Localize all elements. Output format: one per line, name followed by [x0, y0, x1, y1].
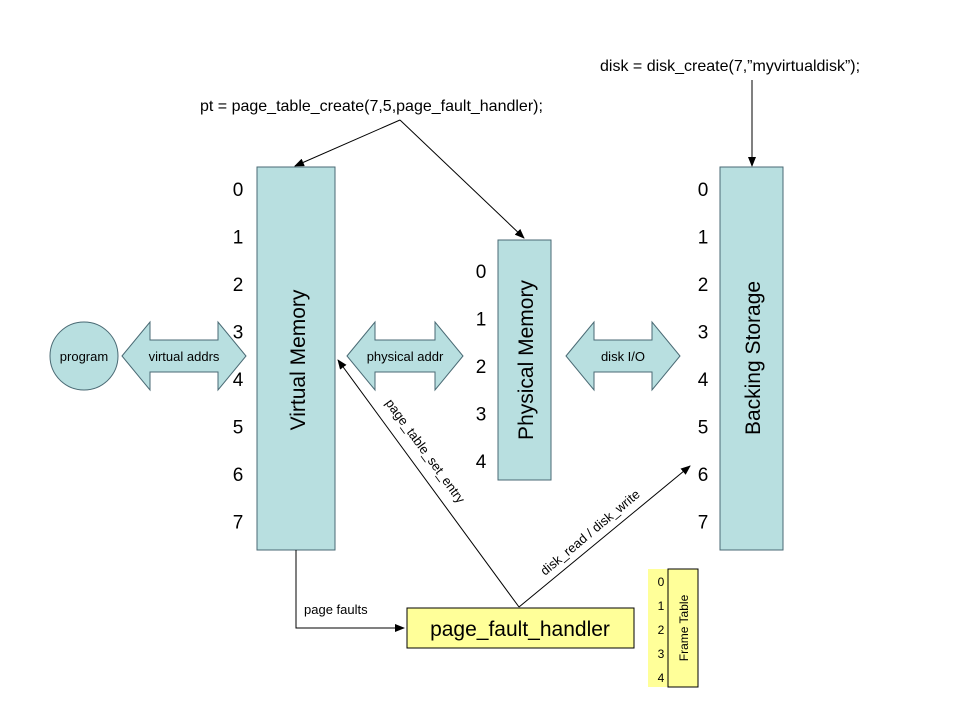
physical-frame-numbers: 0 1 2 3 4	[476, 262, 487, 473]
backing-block-number: 3	[698, 323, 709, 344]
virtual-page-number: 4	[233, 370, 244, 391]
program-label: program	[60, 349, 108, 364]
pt-to-virtual-arrow	[294, 119, 401, 167]
frame-table-entry: 2	[658, 623, 665, 637]
frame-table-entry: 0	[658, 575, 665, 589]
virtual-page-number: 6	[233, 465, 244, 486]
virtual-page-number: 1	[233, 228, 244, 249]
virtual-page-number: 0	[233, 180, 244, 201]
backing-block-number: 5	[698, 418, 709, 439]
backing-storage-title: Backing Storage	[742, 281, 765, 435]
page-table-set-entry-arrow	[337, 359, 520, 608]
disk-io-double-arrow	[565, 320, 681, 392]
virtual-page-numbers: 0 1 2 3 4 5 6 7	[233, 180, 244, 534]
program-node	[49, 321, 119, 391]
virtual-addrs-label: virtual addrs	[149, 349, 220, 364]
page-table-set-entry-label: page_table_set_entry	[383, 396, 469, 506]
frame-table-column	[648, 569, 668, 687]
frame-table-entries: 0 1 2 3 4	[658, 575, 665, 685]
backing-block-number: 1	[698, 228, 709, 249]
physical-frame-number: 4	[476, 452, 487, 473]
backing-storage-box	[719, 166, 784, 551]
virtual-page-number: 3	[233, 323, 244, 344]
virtual-page-number: 5	[233, 418, 244, 439]
physical-frame-number: 2	[476, 357, 487, 378]
page-fault-handler-box	[406, 607, 635, 649]
physical-frame-number: 1	[476, 310, 487, 331]
virtual-page-number: 7	[233, 513, 244, 534]
virtual-memory-title: Virtual Memory	[287, 289, 310, 430]
disk-io-label: disk I/O	[601, 349, 645, 364]
virtual-addrs-double-arrow	[121, 320, 247, 392]
backing-block-number: 4	[698, 370, 709, 391]
pt-to-physical-arrow	[399, 119, 525, 239]
page-faults-arrow	[295, 550, 405, 632]
physical-addr-double-arrow	[346, 320, 464, 392]
disk-create-label: disk = disk_create(7,”myvirtualdisk”);	[600, 58, 860, 75]
page-table-create-label: pt = page_table_create(7,5,page_fault_ha…	[200, 98, 543, 115]
frame-table-entry: 4	[658, 671, 665, 685]
backing-block-number: 7	[698, 513, 709, 534]
disk-read-write-label: disk_read / disk_write	[537, 486, 642, 578]
backing-block-numbers: 0 1 2 3 4 5 6 7	[698, 180, 709, 534]
backing-block-number: 2	[698, 275, 709, 296]
backing-block-number: 6	[698, 465, 709, 486]
frame-table-entry: 3	[658, 647, 665, 661]
disk-read-write-arrow	[518, 465, 691, 608]
physical-frame-number: 0	[476, 262, 487, 283]
page-faults-label: page faults	[304, 602, 368, 617]
frame-table-title: Frame Table	[677, 594, 691, 661]
frame-table-entry: 1	[658, 599, 665, 613]
physical-memory-title: Physical Memory	[515, 280, 538, 440]
physical-addr-label: physical addr	[367, 349, 444, 364]
frame-table-box	[667, 568, 699, 688]
physical-frame-number: 3	[476, 405, 487, 426]
backing-block-number: 0	[698, 180, 709, 201]
physical-memory-box	[497, 239, 552, 481]
page-fault-handler-label: page_fault_handler	[430, 618, 610, 641]
virtual-page-number: 2	[233, 275, 244, 296]
